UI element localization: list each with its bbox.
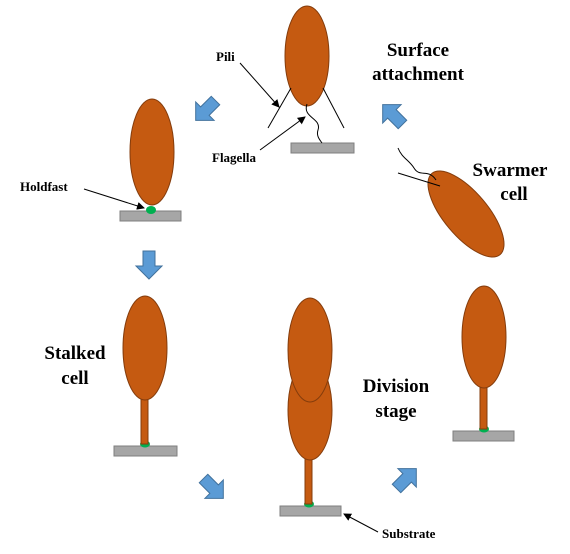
cell-body bbox=[129, 98, 175, 206]
flagellum bbox=[397, 147, 437, 181]
flagellum bbox=[397, 172, 441, 187]
cycle-arrow-to-division bbox=[193, 468, 234, 509]
cycle-arrow-to-release bbox=[386, 458, 427, 499]
flagella-label: Flagella bbox=[212, 150, 257, 165]
surface-attachment-title-line2: attachment bbox=[372, 64, 464, 85]
flagellum bbox=[305, 103, 323, 144]
substrate-bar bbox=[279, 505, 342, 517]
swarmer-cell-stage bbox=[397, 147, 505, 258]
holdfast-pointer bbox=[83, 188, 145, 210]
stalk bbox=[479, 384, 488, 430]
flagella-pointer bbox=[259, 116, 306, 151]
cell-body bbox=[284, 5, 330, 107]
substrate-bar bbox=[290, 142, 355, 154]
division-stage-title-line2: stage bbox=[375, 401, 416, 422]
daughter-cell-body bbox=[287, 297, 333, 403]
swarmer-cell-title: Swarmer bbox=[473, 160, 548, 181]
pilus-line bbox=[322, 87, 345, 129]
stalk bbox=[140, 397, 149, 445]
holdfast-spot bbox=[146, 206, 156, 214]
division-stage bbox=[279, 297, 342, 517]
stalked-cell-title-line2: cell bbox=[61, 368, 88, 389]
cell-body bbox=[461, 285, 507, 389]
released-stalked-cell-stage bbox=[452, 285, 515, 442]
substrate-bar bbox=[452, 430, 515, 442]
cell-body bbox=[427, 170, 505, 258]
surface-attachment-title: Surface bbox=[387, 40, 449, 61]
substrate-pointer bbox=[343, 513, 379, 533]
cell-body bbox=[122, 295, 168, 401]
cycle-arrow-to-holdfast bbox=[185, 90, 226, 131]
pili-pointer bbox=[239, 62, 280, 108]
pili-label: Pili bbox=[216, 49, 235, 64]
holdfast-stage bbox=[119, 98, 182, 222]
stalk bbox=[304, 454, 313, 505]
surface-attachment-stage bbox=[267, 5, 355, 154]
cycle-arrow-to-attachment bbox=[372, 94, 413, 135]
pilus-line bbox=[267, 87, 292, 129]
cycle-arrow-to-stalked bbox=[135, 250, 163, 280]
substrate-label: Substrate bbox=[382, 526, 436, 541]
swarmer-cell-title-line2: cell bbox=[500, 184, 527, 205]
division-stage-title: Division bbox=[363, 376, 430, 397]
stalked-cell-title: Stalked bbox=[44, 343, 106, 364]
holdfast-label: Holdfast bbox=[20, 179, 68, 194]
substrate-bar bbox=[113, 445, 178, 457]
stalked-cell-stage bbox=[113, 295, 178, 457]
